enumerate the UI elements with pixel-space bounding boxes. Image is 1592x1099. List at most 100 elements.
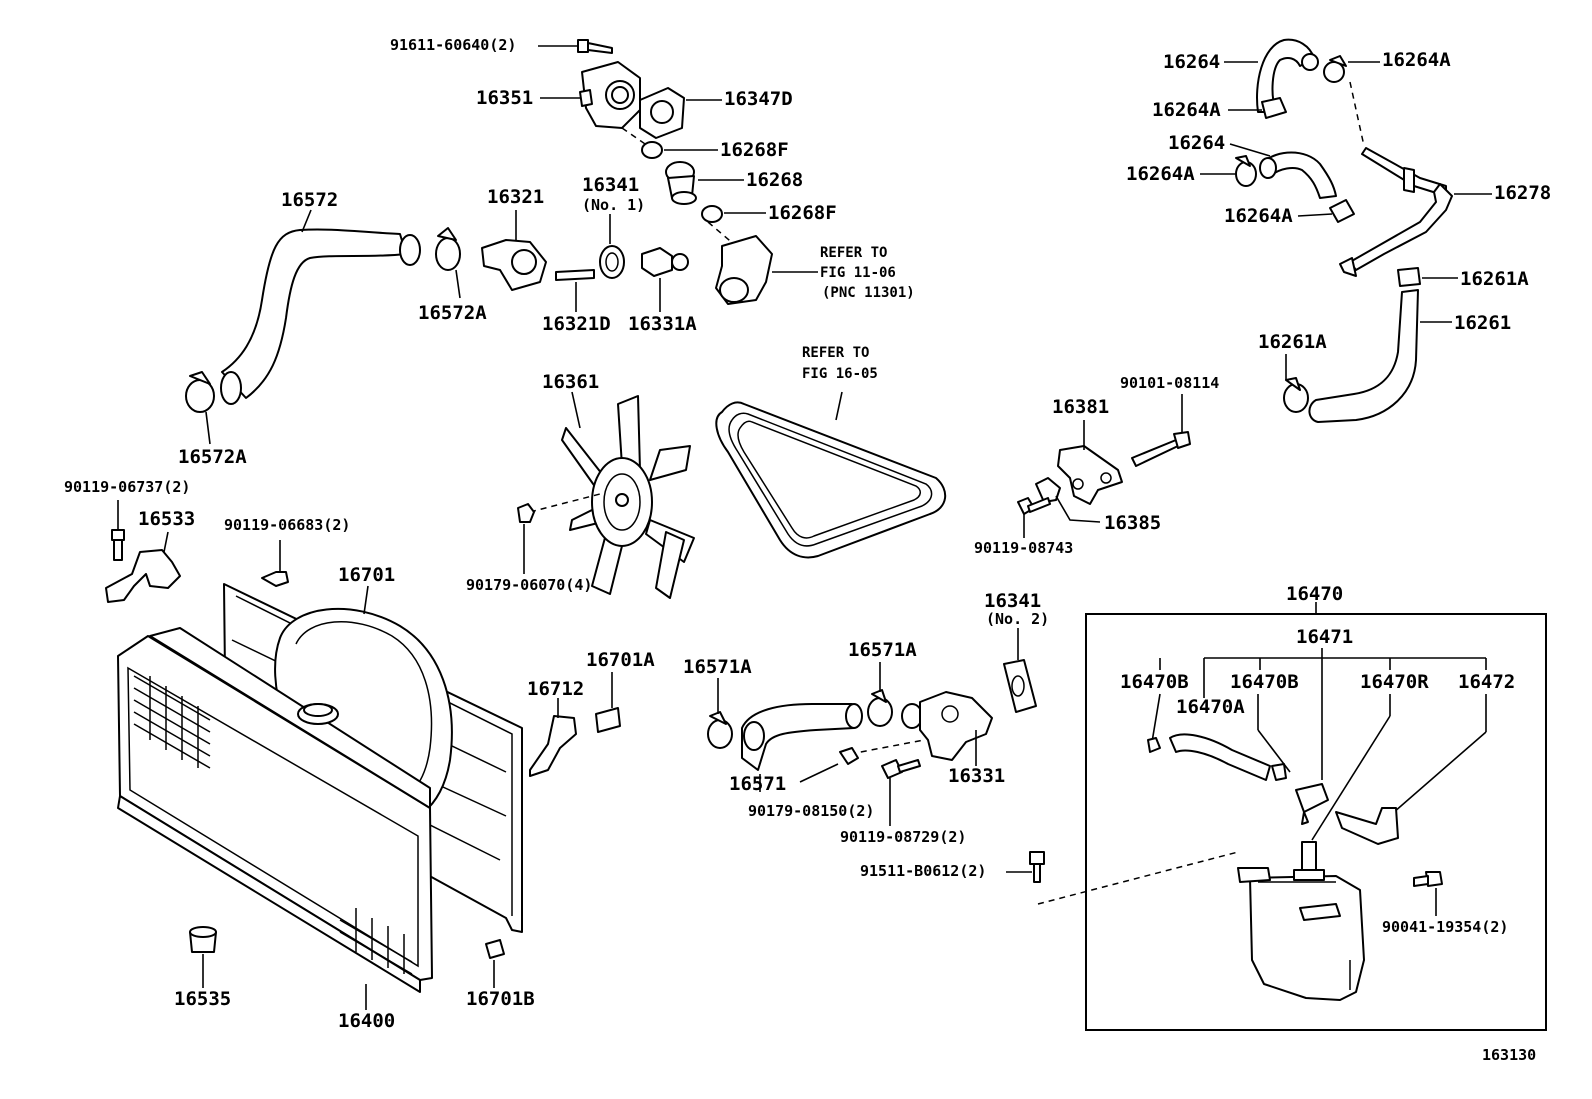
bolt-90119-08743 [1017, 497, 1051, 538]
label-16571A-a: 16571A [683, 656, 752, 678]
nut-90179-06070 [517, 503, 535, 574]
fan-16361 [561, 391, 695, 599]
bolt-90119-06737 [111, 500, 125, 561]
label-16572A-a: 16572A [418, 302, 487, 324]
bolt-91511-B0612 [1006, 851, 1045, 883]
clamp-16261A-a [1397, 267, 1458, 287]
label-16347D: 16347D [724, 88, 793, 110]
bracket-16533 [105, 531, 181, 603]
water-inlet-16331 [901, 691, 993, 766]
label-16381: 16381 [1052, 396, 1110, 418]
radiator-hose-upper [220, 209, 421, 405]
label-16264A-b: 16264A [1152, 99, 1221, 121]
label-16268F-a: 16268F [720, 139, 789, 161]
label-16470B-b: 16470B [1230, 671, 1299, 693]
label-16571: 16571 [729, 773, 787, 795]
label-16572A-b: 16572A [178, 446, 247, 468]
reservoir-hose-16470A [1147, 733, 1287, 781]
label-16351: 16351 [476, 87, 534, 109]
cushion-16701B [485, 939, 505, 988]
hose-clamp-16571A-b [867, 662, 893, 727]
clamp-16264A-c [1200, 155, 1257, 187]
label-16470: 16470 [1286, 583, 1344, 605]
gasket-16347D [639, 87, 722, 139]
water-outlet-bolt [538, 39, 613, 54]
label-refer-fig-11-06-line3: (PNC 11301) [822, 285, 915, 301]
label-90041-19354: 90041-19354(2) [1382, 918, 1509, 936]
label-16341-no2-sub: (No. 2) [986, 610, 1050, 628]
clamp-16264A-d [1297, 199, 1355, 223]
label-16341-no2: 16341 [984, 590, 1042, 612]
label-refer-fig-11-06-line1: REFER TO [820, 245, 888, 261]
hose-16264-b [1229, 143, 1337, 199]
clamp-16261A-b [1283, 354, 1309, 413]
label-16264A-d: 16264A [1224, 205, 1293, 227]
reservoir-box [1085, 602, 1547, 1031]
radiator-16400 [117, 627, 433, 1010]
bolt-90119-08729 [881, 759, 921, 826]
drive-belt [715, 391, 946, 559]
label-16701B: 16701B [466, 988, 535, 1010]
label-16331A: 16331A [628, 313, 697, 335]
lower-hose-16571 [741, 703, 863, 792]
clamp-16264A-a [1323, 55, 1380, 83]
label-16701A: 16701A [586, 649, 655, 671]
gasket-16341-no1 [599, 214, 625, 279]
hose-16261 [1308, 289, 1452, 423]
label-16321D: 16321D [542, 313, 611, 335]
nut-90179-08150 [799, 747, 859, 783]
overflow-hose-16472 [1335, 807, 1399, 845]
thermostat-16268 [665, 161, 744, 205]
bolt-90101-08114 [1131, 394, 1191, 467]
gasket-16341-no2 [1003, 628, 1037, 713]
bolt-90041-19354 [1413, 871, 1443, 916]
hose-16264-a [1224, 38, 1319, 113]
label-16701: 16701 [338, 564, 396, 586]
label-16571A-b: 16571A [848, 639, 917, 661]
label-16268F-b: 16268F [768, 202, 837, 224]
label-16470A: 16470A [1176, 696, 1245, 718]
hose-clamp-16572A-b [185, 371, 215, 445]
label-90179-06070: 90179-06070(4) [466, 576, 593, 594]
label-16385: 16385 [1104, 512, 1162, 534]
label-90179-08150: 90179-08150(2) [748, 802, 875, 820]
label-16264-b: 16264 [1168, 132, 1226, 154]
label-16712: 16712 [527, 678, 585, 700]
hose-clamp-16572A-a [435, 227, 461, 299]
label-16261: 16261 [1454, 312, 1512, 334]
sensor-16331A [641, 247, 689, 312]
label-16261A-a: 16261A [1460, 268, 1529, 290]
radiator-core-hatch [133, 675, 413, 975]
label-16264A-c: 16264A [1126, 163, 1195, 185]
label-91611-60640: 91611-60640(2) [390, 36, 517, 54]
label-16472: 16472 [1458, 671, 1516, 693]
label-refer-fig-11-06-line2: FIG 11-06 [820, 265, 896, 281]
reservoir-cap-16471 [1295, 783, 1329, 825]
label-16471: 16471 [1296, 626, 1354, 648]
label-90119-08743: 90119-08743 [974, 539, 1074, 557]
label-90119-06737: 90119-06737(2) [64, 478, 191, 496]
bracket-16381 [1057, 420, 1123, 505]
label-16341-no1: 16341 [582, 174, 640, 196]
label-refer-fig-16-05-line1: REFER TO [802, 345, 870, 361]
clamp-16385 [1035, 477, 1101, 523]
label-16261A-b: 16261A [1258, 331, 1327, 353]
label-16341-no1-sub: (No. 1) [582, 196, 646, 214]
label-16331: 16331 [948, 765, 1006, 787]
label-16264A-a: 16264A [1382, 49, 1451, 71]
label-16361: 16361 [542, 371, 600, 393]
label-16264-a: 16264 [1163, 51, 1221, 73]
o-ring-16268F-a [641, 141, 718, 159]
reservoir-tank-16470 [1237, 841, 1365, 1001]
hose-clamp-16571A-a [707, 678, 733, 749]
label-16535: 16535 [174, 988, 232, 1010]
label-16533: 16533 [138, 508, 196, 530]
label-16470R: 16470R [1360, 671, 1429, 693]
label-16572: 16572 [281, 189, 339, 211]
label-90119-08729: 90119-08729(2) [840, 828, 967, 846]
cushion-16535 [189, 926, 217, 988]
label-90101-08114: 90101-08114 [1120, 374, 1220, 392]
clip-16701A [595, 672, 621, 733]
